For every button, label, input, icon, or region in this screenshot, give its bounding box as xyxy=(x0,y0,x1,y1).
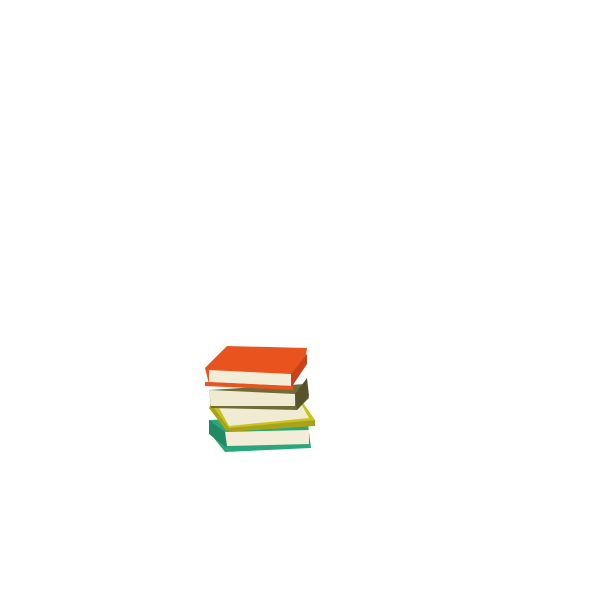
book-top xyxy=(205,346,307,390)
book-top-spine xyxy=(291,354,307,388)
book-third-edge xyxy=(229,420,315,432)
book-bottom-spine xyxy=(209,420,227,448)
book-top-bottom-edge xyxy=(205,382,293,390)
book-third-spine xyxy=(209,404,229,432)
book-second-spine xyxy=(295,378,309,410)
stack-of-books-icon xyxy=(205,346,315,452)
book-top-pages xyxy=(209,370,291,386)
book-second-pages xyxy=(209,390,295,406)
book-bottom-pages xyxy=(225,430,309,446)
book-second xyxy=(209,378,309,410)
